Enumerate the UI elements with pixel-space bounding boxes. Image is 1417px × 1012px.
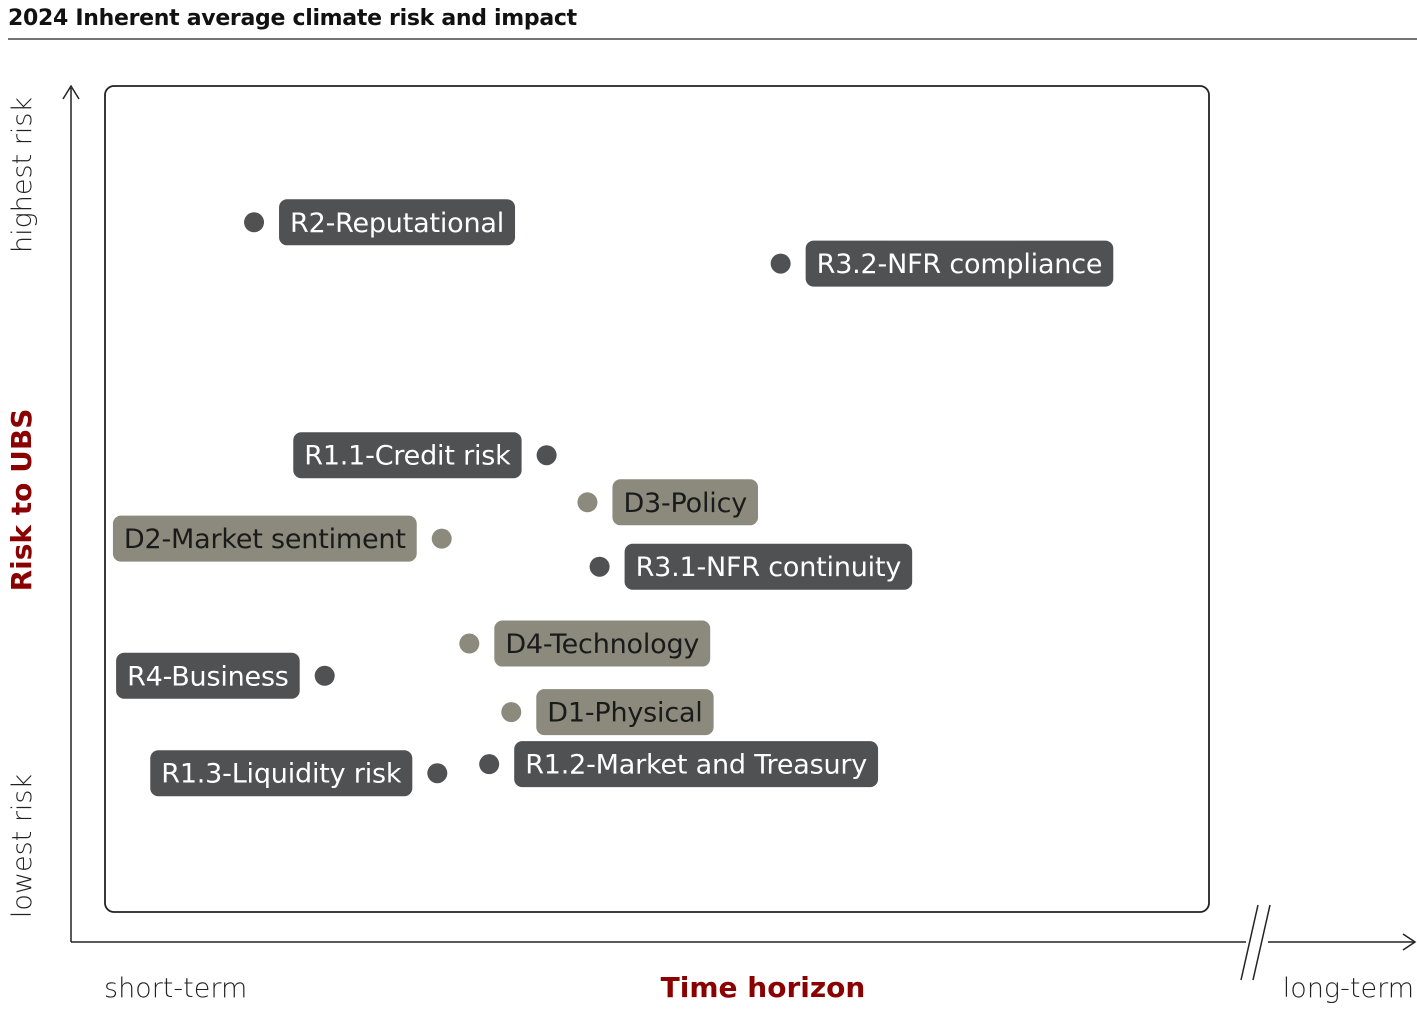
x-axis-title: Time horizon	[661, 971, 866, 1004]
point-marker	[244, 212, 265, 233]
data-point-r1-3-liquidity-risk: R1.3-Liquidity risk	[150, 750, 448, 797]
point-label: R4-Business	[127, 661, 289, 692]
point-label-background	[612, 479, 759, 526]
point-marker	[770, 253, 791, 274]
point-label-background	[293, 432, 522, 479]
data-point-r3-1-nfr-continuity: R3.1-NFR continuity	[589, 543, 913, 590]
point-label: R2-Reputational	[290, 208, 504, 239]
y-axis-title: Risk to UBS	[5, 409, 38, 592]
y-tick-label-high: highest risk	[7, 97, 38, 253]
point-marker	[589, 556, 610, 577]
plot-frame	[104, 85, 1210, 913]
point-label-background	[279, 199, 516, 246]
point-marker	[431, 528, 452, 549]
data-point-d2-market-sentiment: D2-Market sentiment	[112, 515, 452, 562]
point-label: D4-Technology	[505, 629, 699, 660]
point-label-background	[624, 543, 913, 590]
point-marker	[479, 754, 500, 775]
y-tick-label-low: lowest risk	[7, 774, 38, 918]
point-label-background	[494, 620, 711, 667]
point-label: R1.2-Market and Treasury	[525, 750, 867, 781]
point-label-background	[514, 741, 879, 788]
point-label: R1.1-Credit risk	[304, 441, 511, 472]
point-label: D3-Policy	[623, 488, 747, 519]
x-tick-label-low: short-term	[104, 973, 247, 1004]
x-axis-arrowhead	[1402, 933, 1417, 951]
point-label-background	[150, 750, 413, 797]
point-marker	[314, 665, 335, 686]
point-marker	[501, 702, 522, 723]
data-point-r1-2-market-and-treasury: R1.2-Market and Treasury	[479, 741, 879, 788]
point-marker	[459, 633, 480, 654]
y-axis-arrowhead	[62, 84, 80, 100]
x-tick-label-high: long-term	[1283, 973, 1414, 1004]
data-point-d3-policy: D3-Policy	[577, 479, 759, 526]
point-label: D1-Physical	[547, 698, 702, 729]
point-marker	[577, 492, 598, 513]
data-point-d4-technology: D4-Technology	[459, 620, 711, 667]
data-point-r4-business: R4-Business	[116, 652, 335, 699]
point-marker	[536, 445, 557, 466]
point-label: R3.1-NFR continuity	[636, 552, 902, 583]
chart-title: 2024 Inherent average climate risk and i…	[8, 6, 578, 31]
data-point-d1-physical: D1-Physical	[501, 689, 714, 736]
point-label: D2-Market sentiment	[124, 524, 406, 555]
point-label-background	[805, 240, 1114, 287]
point-label-background	[536, 689, 714, 736]
data-point-r3-2-nfr-compliance: R3.2-NFR compliance	[770, 240, 1114, 287]
x-axis-break-mark	[1240, 904, 1271, 981]
point-label-background	[116, 652, 300, 699]
point-label: R3.2-NFR compliance	[817, 249, 1103, 280]
data-point-r2-reputational: R2-Reputational	[244, 199, 516, 246]
point-marker	[427, 763, 448, 784]
point-label: R1.3-Liquidity risk	[161, 759, 402, 790]
point-label-background	[112, 515, 417, 562]
data-point-r1-1-credit-risk: R1.1-Credit risk	[293, 432, 557, 479]
